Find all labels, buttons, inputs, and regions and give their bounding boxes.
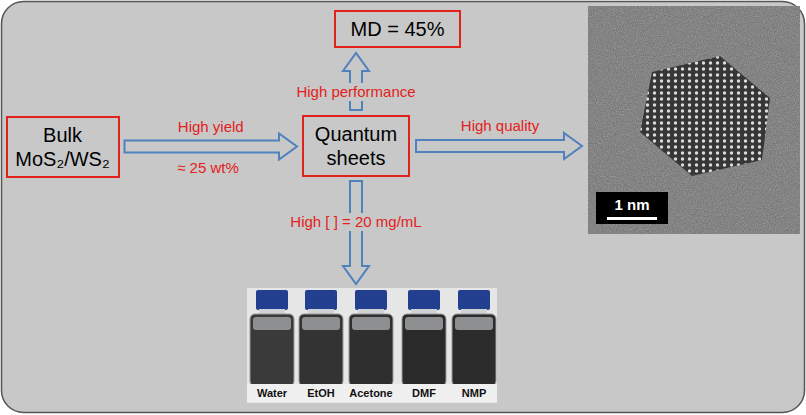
edge-annotation: ≈ 25 wt% xyxy=(175,159,241,177)
bottle xyxy=(250,290,294,386)
solvent-label: NMP xyxy=(462,387,486,400)
edge-label: High performance xyxy=(294,83,417,101)
process-box: MD = 45% xyxy=(334,10,461,48)
solvent-label: Acetone xyxy=(349,387,392,400)
solvent-label: DMF xyxy=(412,387,436,400)
tem-ground xyxy=(588,6,800,234)
block-arrow-connector xyxy=(343,53,369,110)
block-arrow-connector xyxy=(125,134,298,160)
solvent-label: EtOH xyxy=(307,387,335,400)
tem-noise xyxy=(588,6,800,234)
box-text: MD = 45% xyxy=(342,17,453,41)
scale-bar xyxy=(607,217,657,220)
scale-bar-box xyxy=(596,192,668,224)
bottle xyxy=(402,290,446,386)
process-box: Quantum sheets xyxy=(302,115,410,177)
bottle xyxy=(299,290,343,386)
lattice-region xyxy=(640,56,770,176)
edge-annotation: High [ ] = 20 mg/mL xyxy=(288,213,423,231)
photo-ground xyxy=(247,288,497,403)
edge-annotation: High quality xyxy=(459,117,541,135)
scale-bar-label: 1 nm xyxy=(612,196,651,213)
tem-image xyxy=(588,6,800,234)
bottle xyxy=(349,290,393,386)
block-arrow xyxy=(416,133,582,159)
bottle-photo xyxy=(247,288,497,403)
box-text: Quantum sheets xyxy=(310,122,402,170)
box-text: Bulk MoS₂/WS₂ xyxy=(14,123,112,171)
bottle xyxy=(452,290,496,386)
solvent-label: Water xyxy=(257,387,287,400)
process-box: Bulk MoS₂/WS₂ xyxy=(6,116,120,178)
label-strip xyxy=(247,384,497,402)
block-arrow xyxy=(343,181,369,284)
edge-label: High yield xyxy=(176,118,246,136)
